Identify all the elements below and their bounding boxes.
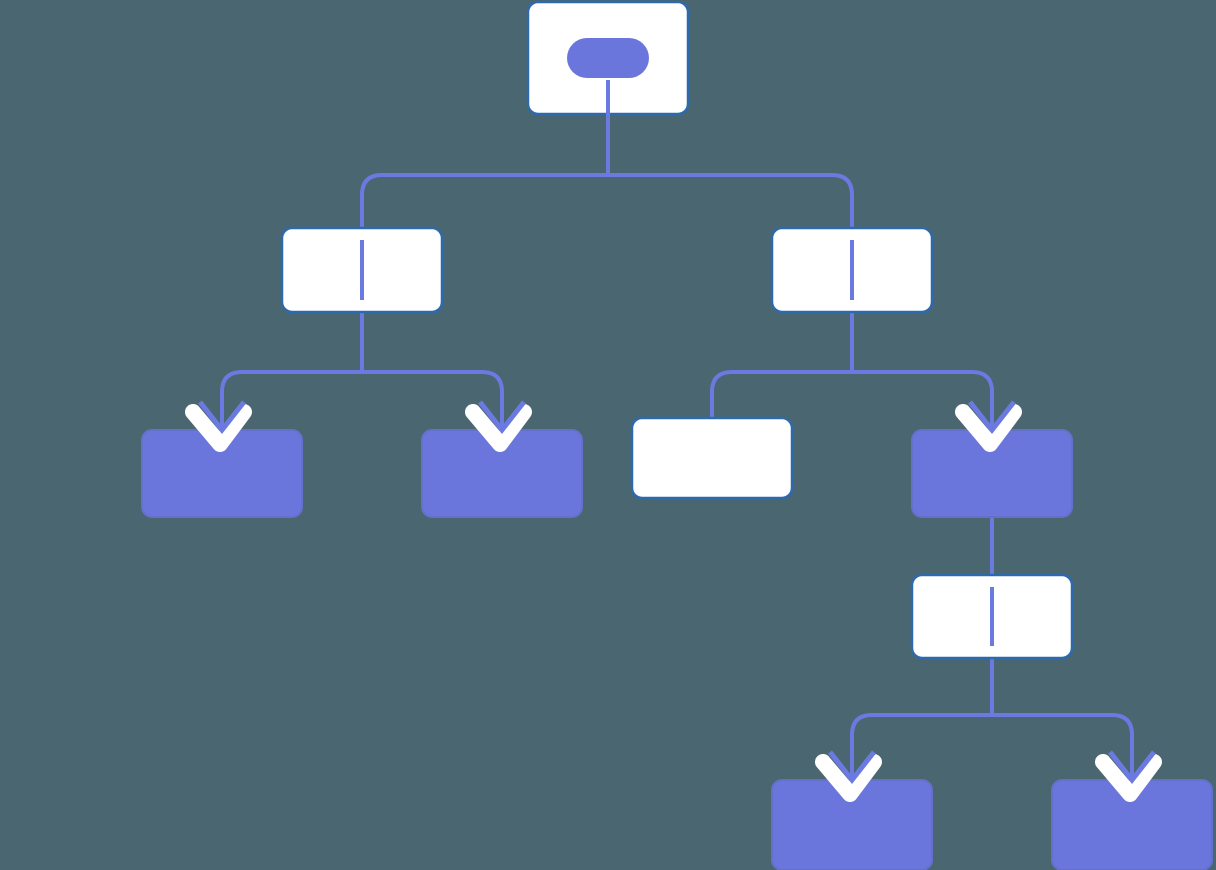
- arrow-halo-chevron-l5-left: [815, 754, 882, 802]
- arrowhead-l3-b: [465, 400, 532, 452]
- connector-branch: [362, 370, 504, 428]
- arrow-halo-chevron-l3-d: [955, 404, 1022, 452]
- edge-layer: [220, 114, 1134, 778]
- connector-branch: [220, 370, 362, 428]
- connector-branch: [608, 173, 854, 228]
- arrow-chevron-l5-left: [828, 750, 876, 785]
- arrowhead-l5-right: [1095, 750, 1162, 802]
- connector-overlay-layer: [185, 240, 1162, 802]
- node-l3-c[interactable]: [630, 416, 794, 500]
- edge-e-l4-l5: [850, 658, 1134, 778]
- connector-branch: [852, 370, 994, 428]
- edge-e-l2l-l3: [220, 312, 504, 428]
- node-box-l3-c[interactable]: [630, 416, 794, 500]
- connector-branch: [850, 713, 992, 778]
- arrowhead-l3-a: [185, 400, 252, 452]
- arrow-chevron-l3-b: [478, 400, 526, 435]
- edge-e-l2r-l3: [710, 312, 994, 430]
- node-badge-root: [567, 38, 649, 78]
- node-root[interactable]: [526, 0, 690, 116]
- arrow-chevron-l3-a: [198, 400, 246, 435]
- arrow-halo-chevron-l3-a: [185, 404, 252, 452]
- arrowhead-l3-d: [955, 400, 1022, 452]
- arrow-chevron-l3-d: [968, 400, 1016, 435]
- arrow-halo-chevron-l5-right: [1095, 754, 1162, 802]
- connector-branch: [710, 370, 852, 430]
- edge-e-root-l2: [360, 114, 854, 228]
- connector-branch: [992, 713, 1134, 778]
- arrow-chevron-l5-right: [1108, 750, 1156, 785]
- connector-branch: [360, 173, 608, 228]
- arrow-halo-chevron-l3-b: [465, 404, 532, 452]
- arrowhead-l5-left: [815, 750, 882, 802]
